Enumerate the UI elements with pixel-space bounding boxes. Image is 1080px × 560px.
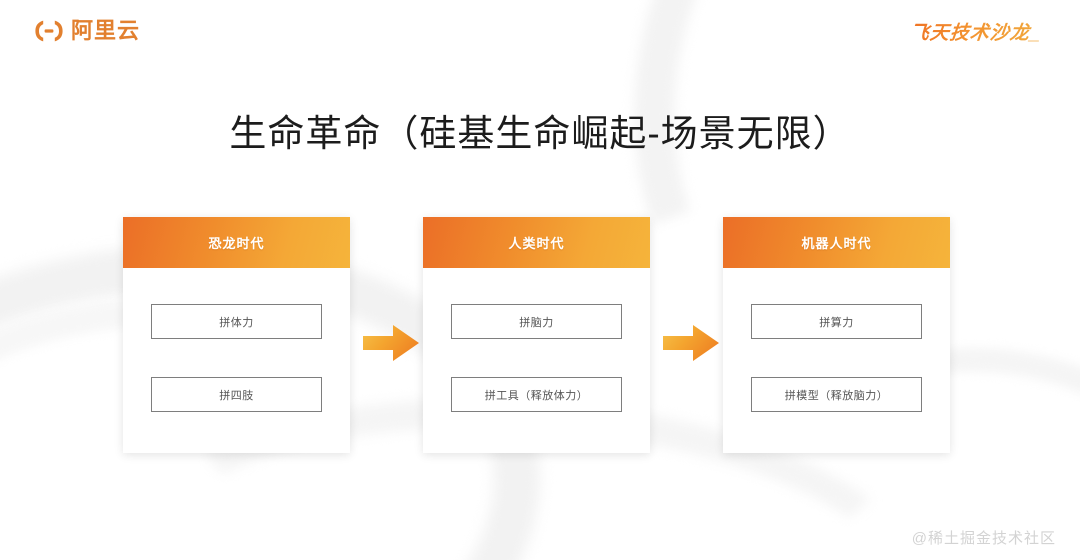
alibaba-cloud-bracket-icon <box>34 19 64 43</box>
alibaba-cloud-logo: 阿里云 <box>34 16 140 46</box>
stage-item-box: 拼工具（释放体力） <box>451 377 622 412</box>
stage-item-box: 拼算力 <box>751 304 922 339</box>
stage-item-box: 拼四肢 <box>151 377 322 412</box>
stage-item-box: 拼脑力 <box>451 304 622 339</box>
stage-card-robot[interactable]: 机器人时代 拼算力 拼模型（释放脑力） <box>723 217 950 453</box>
stage-card-body: 拼算力 拼模型（释放脑力） <box>723 268 950 453</box>
stage-card-human[interactable]: 人类时代 拼脑力 拼工具（释放体力） <box>423 217 650 453</box>
right-arrow-icon <box>363 324 419 362</box>
stage-item-box: 拼体力 <box>151 304 322 339</box>
stage-card-header: 机器人时代 <box>723 217 950 268</box>
slide-title: 生命革命（硅基生命崛起-场景无限） <box>229 112 851 154</box>
stage-card-dinosaur[interactable]: 恐龙时代 拼体力 拼四肢 <box>123 217 350 453</box>
stage-cards-row: 恐龙时代 拼体力 拼四肢 人类时代 拼脑力 拼工具（释放体力） 机器人时代 拼算… <box>123 217 950 453</box>
stage-card-body: 拼体力 拼四肢 <box>123 268 350 453</box>
event-logo-label: 飞天技术沙龙_ <box>909 18 1043 45</box>
stage-card-header: 恐龙时代 <box>123 217 350 268</box>
right-arrow-icon <box>663 324 719 362</box>
brand-name-label: 阿里云 <box>71 18 141 43</box>
stage-card-body: 拼脑力 拼工具（释放体力） <box>423 268 650 453</box>
stage-item-box: 拼模型（释放脑力） <box>751 377 922 412</box>
watermark-label: @稀土掘金技术社区 <box>911 530 1056 547</box>
stage-card-header: 人类时代 <box>423 217 650 268</box>
